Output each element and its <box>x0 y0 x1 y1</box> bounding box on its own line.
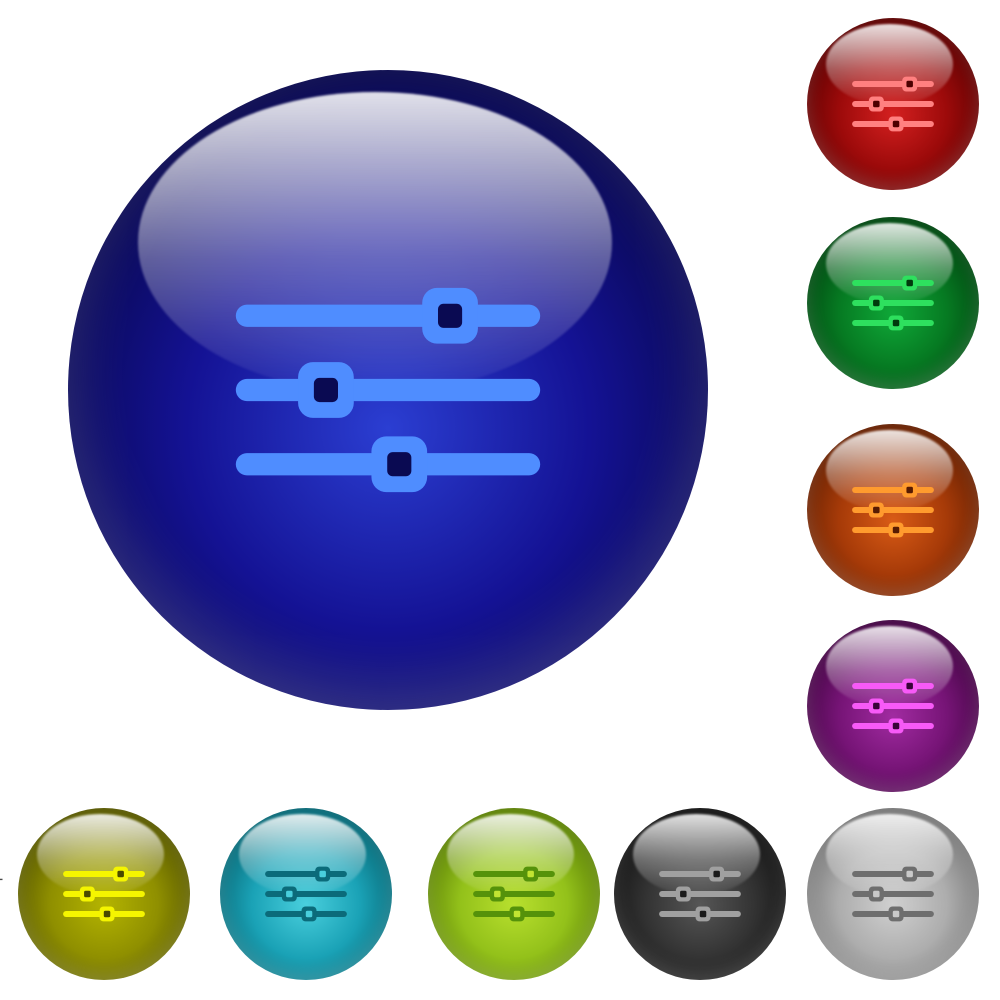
gloss-highlight <box>825 814 954 895</box>
adjustments-icon <box>473 866 555 922</box>
glass-button-lime[interactable] <box>428 808 600 980</box>
adjustments-icon <box>852 866 934 922</box>
adjustments-icon <box>265 866 347 922</box>
gloss-highlight <box>36 814 165 895</box>
adjustments-icon <box>235 287 541 493</box>
glass-button-red[interactable] <box>807 18 979 190</box>
adjustments-icon-wrap <box>54 844 154 944</box>
watermark-asset-id: #97227334 <box>0 774 3 866</box>
adjustments-icon-wrap <box>843 54 943 154</box>
gloss-highlight <box>138 92 612 394</box>
adjustments-icon <box>852 76 934 132</box>
watermark-separator: | <box>0 877 3 882</box>
glass-button-cyan[interactable] <box>220 808 392 980</box>
gloss-highlight <box>825 223 954 304</box>
watermark: Adobe Stock | #97227334 <box>0 775 4 996</box>
gloss-highlight <box>632 814 761 895</box>
glass-button-yellow[interactable] <box>18 808 190 980</box>
glass-button-dark-gray[interactable] <box>614 808 786 980</box>
adjustments-icon <box>852 275 934 331</box>
adjustments-icon <box>852 678 934 734</box>
gloss-highlight <box>446 814 575 895</box>
adjustments-icon-wrap <box>843 656 943 756</box>
adjustments-icon <box>852 482 934 538</box>
adjustments-icon-wrap <box>843 460 943 560</box>
adjustments-icon-wrap <box>843 844 943 944</box>
adjustments-icon <box>63 866 145 922</box>
gloss-highlight <box>825 430 954 511</box>
adjustments-icon-wrap <box>464 844 564 944</box>
adjustments-icon <box>659 866 741 922</box>
glass-button-light-gray[interactable] <box>807 808 979 980</box>
adjustments-icon-wrap <box>843 253 943 353</box>
gloss-highlight <box>238 814 367 895</box>
glass-button-green[interactable] <box>807 217 979 389</box>
adjustments-icon-wrap <box>256 844 356 944</box>
watermark-brand: Adobe Stock <box>0 893 3 996</box>
gloss-highlight <box>825 626 954 707</box>
glass-button-purple[interactable] <box>807 620 979 792</box>
adjustments-icon-wrap <box>202 204 573 575</box>
glass-button-orange[interactable] <box>807 424 979 596</box>
adjustments-icon-wrap <box>650 844 750 944</box>
glass-button-blue-large[interactable] <box>68 70 708 710</box>
gloss-highlight <box>825 24 954 105</box>
